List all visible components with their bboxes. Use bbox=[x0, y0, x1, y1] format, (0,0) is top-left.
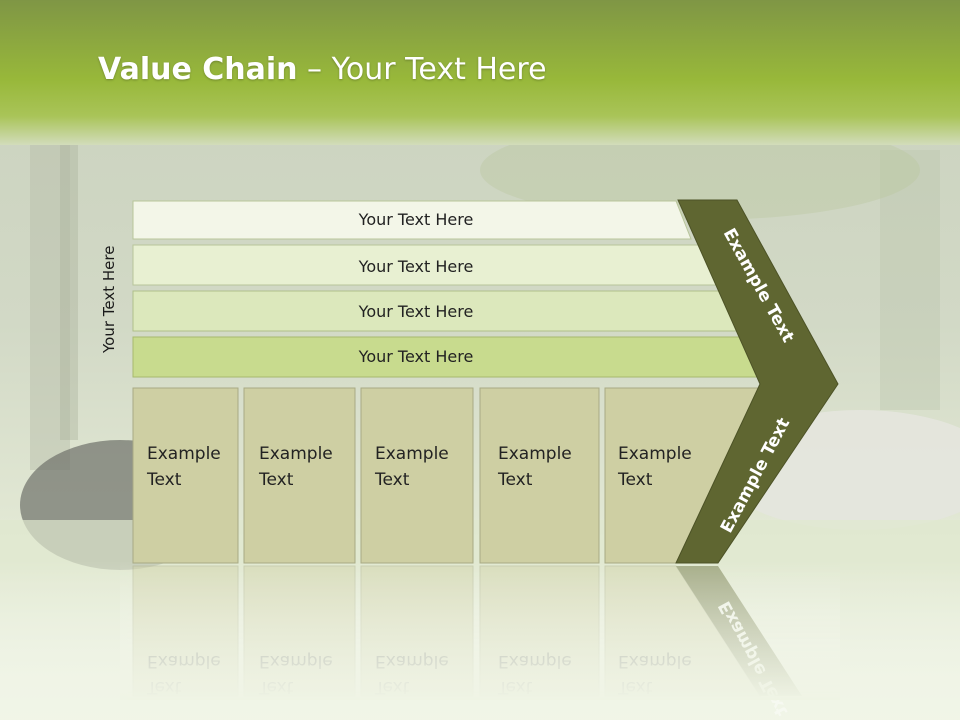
box-4-line1: Example bbox=[498, 444, 572, 464]
box-4 bbox=[479, 387, 600, 564]
box-1-line1: Example bbox=[147, 444, 221, 464]
box-2-line2: Text bbox=[258, 470, 294, 490]
box-5-line1: Example bbox=[618, 444, 692, 464]
chevron-arrow bbox=[675, 199, 839, 564]
box-3 bbox=[360, 387, 474, 564]
bar-4-label: Your Text Here bbox=[358, 347, 474, 366]
bar-1-label: Your Text Here bbox=[358, 210, 474, 229]
page-title-rest: – Your Text Here bbox=[297, 52, 547, 87]
box-1 bbox=[132, 387, 239, 564]
box-3-line1: Example bbox=[375, 444, 449, 464]
box-2-line1: Example bbox=[259, 444, 333, 464]
bar-1 bbox=[132, 200, 692, 240]
bar-3-label: Your Text Here bbox=[358, 302, 474, 321]
bar-2-label: Your Text Here bbox=[358, 257, 474, 276]
page-title-bold: Value Chain bbox=[98, 52, 298, 87]
box-5-line2: Text bbox=[617, 470, 653, 490]
page-title: Value Chain – Your Text Here bbox=[98, 52, 547, 87]
box-4-line2: Text bbox=[497, 470, 533, 490]
box-3-line2: Text bbox=[374, 470, 410, 490]
box-2 bbox=[243, 387, 356, 564]
box-1-line2: Text bbox=[146, 470, 182, 490]
